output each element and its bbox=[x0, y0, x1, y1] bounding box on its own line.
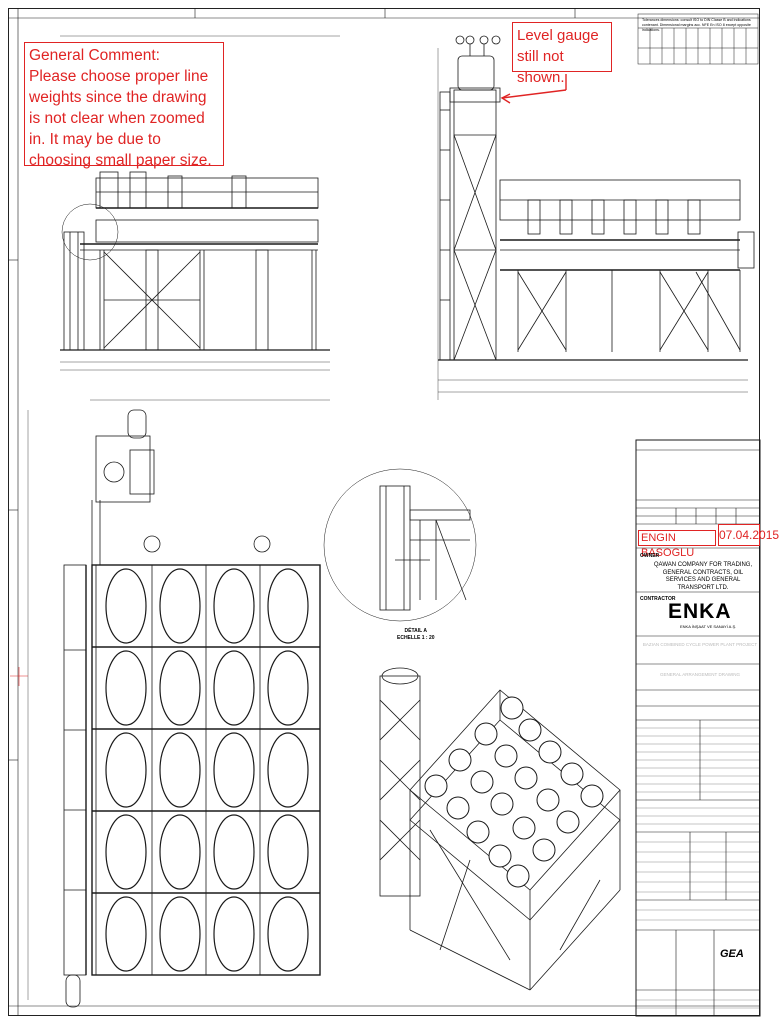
drawing-title: GENERAL ARRANGEMENT DRAWING bbox=[659, 672, 741, 677]
owner-name: QAWAN COMPANY FOR TRADING, GENERAL CONTR… bbox=[653, 562, 753, 591]
general-comment-title: General Comment: bbox=[29, 47, 160, 64]
plan-view bbox=[10, 399, 330, 1008]
owner-label: OWNER bbox=[640, 553, 660, 559]
border-ticks bbox=[8, 8, 760, 1016]
tolerance-table bbox=[637, 13, 759, 65]
level-gauge-note: Level gauge still not shown. bbox=[512, 22, 612, 86]
detail-a-view bbox=[323, 468, 477, 622]
general-comment-text: Please choose proper line weights since … bbox=[29, 68, 212, 169]
manufacturer-logo: GEA bbox=[720, 948, 744, 960]
detail-a-label: DÉTAIL A ECHELLE 1 : 20 bbox=[397, 628, 435, 642]
contractor-label: CONTRACTOR bbox=[640, 596, 676, 602]
general-comment-note: General Comment: Please choose proper li… bbox=[24, 42, 224, 169]
front-elevation-view bbox=[60, 35, 340, 371]
tolerance-note: Tolerances dimensions: consult ISO to DI… bbox=[642, 18, 751, 32]
detail-a-title: DÉTAIL A bbox=[404, 628, 427, 634]
contractor-logo: ENKA bbox=[668, 600, 732, 623]
isometric-view bbox=[379, 667, 621, 991]
review-date: 07.04.2015 bbox=[718, 524, 779, 546]
project-title: BAZIAN COMBINED CYCLE POWER PLANT PROJEC… bbox=[642, 642, 758, 647]
side-elevation-view bbox=[437, 35, 755, 400]
detail-a-scale: ECHELLE 1 : 20 bbox=[397, 635, 435, 641]
reviewer-name: ENGIN BASOGLU bbox=[638, 530, 716, 559]
contractor-subtitle: ENKA İNŞAAT VE SANAYİ A.Ş. bbox=[680, 624, 737, 629]
title-block bbox=[635, 439, 761, 1017]
